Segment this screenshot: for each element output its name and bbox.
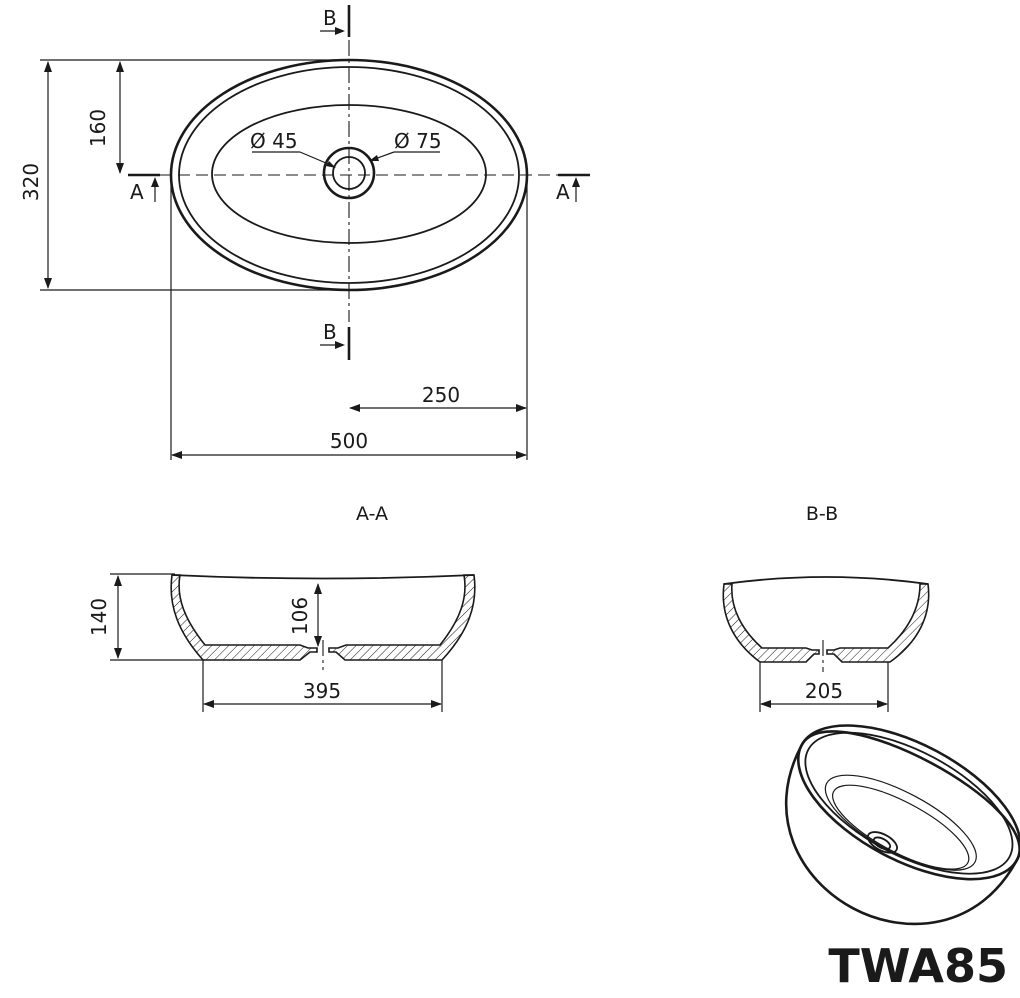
section-aa-base-label: 395 — [303, 679, 341, 703]
section-bb-wall — [722, 583, 930, 663]
half-width-dimension-label: 250 — [422, 383, 460, 407]
section-aa-inner-depth-label: 106 — [288, 597, 312, 635]
drain-inner-diameter-label: Ø 45 — [250, 129, 298, 153]
section-bb-base-label: 205 — [805, 679, 843, 703]
section-a-marker-left: A — [130, 180, 144, 204]
top-view: Ø 45 Ø 75 A A B B 320 160 — [19, 5, 590, 460]
isometric-view — [784, 724, 1020, 926]
section-bb-view: B-B 205 — [722, 503, 930, 712]
width-dimension-label: 500 — [330, 429, 368, 453]
section-aa-title: A-A — [356, 503, 388, 525]
section-aa-height-label: 140 — [87, 598, 111, 636]
section-a-marker-right: A — [556, 180, 570, 204]
section-aa-wall — [170, 574, 476, 661]
drain-outer-diameter-label: Ø 75 — [394, 129, 442, 153]
model-number: TWA85 — [828, 939, 1008, 993]
section-aa-view: A-A 140 106 395 — [87, 503, 476, 712]
section-b-marker-bottom: B — [323, 320, 337, 344]
depth-dimension-label: 320 — [19, 163, 43, 201]
section-bb-title: B-B — [806, 503, 838, 525]
half-depth-dimension-label: 160 — [86, 109, 110, 147]
section-b-marker-top: B — [323, 6, 337, 30]
